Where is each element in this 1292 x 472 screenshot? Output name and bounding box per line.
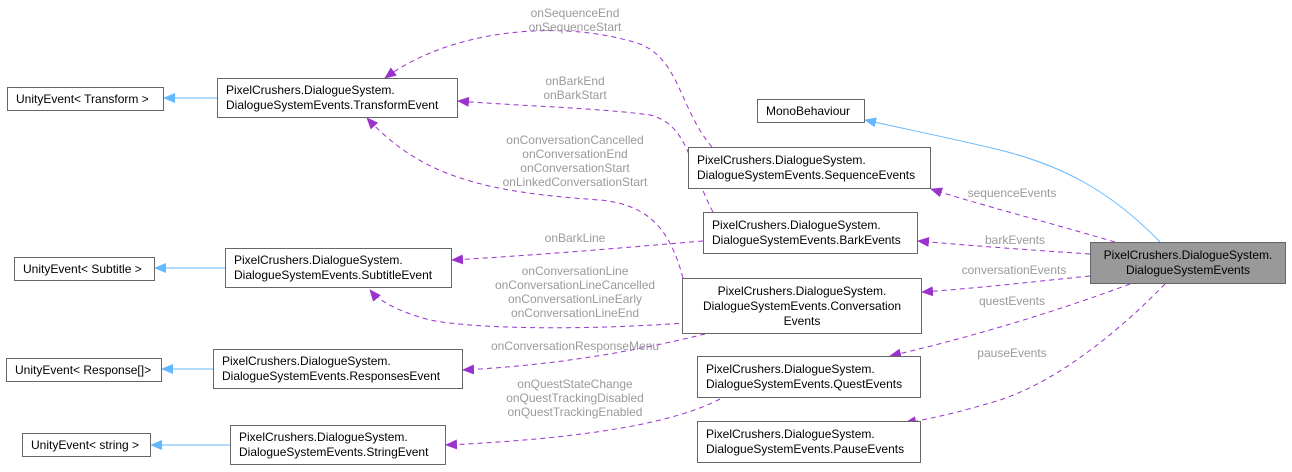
node-unityevent-subtitle[interactable]: UnityEvent< Subtitle > (14, 257, 155, 281)
node-subtitleevent[interactable]: PixelCrushers.DialogueSystem. DialogueSy… (225, 248, 452, 288)
edge-label-pause-events: pauseEvents (977, 346, 1047, 360)
edge-label-bark-events: barkEvents (984, 233, 1046, 247)
node-unityevent-string[interactable]: UnityEvent< string > (22, 433, 151, 457)
edge-label-conversation-to-transform: onConversationCancelled onConversationEn… (502, 133, 648, 189)
node-monobehaviour[interactable]: MonoBehaviour (757, 99, 865, 123)
edge-label-bark-to-subtitle: onBarkLine (544, 231, 606, 245)
edge-barkevents-to-subtitleevent (451, 240, 704, 265)
edge-main-to-pauseevents (904, 283, 1166, 427)
node-pauseevents[interactable]: PixelCrushers.DialogueSystem. DialogueSy… (697, 421, 921, 463)
edge-label-conversation-events: conversationEvents (961, 263, 1067, 277)
edge-main-to-barkevents (917, 236, 1091, 255)
node-questevents[interactable]: PixelCrushers.DialogueSystem. DialogueSy… (697, 356, 921, 398)
edge-label-quest-events: questEvents (978, 294, 1046, 308)
edge-conversationevents-to-subtitleevent (369, 289, 698, 329)
edge-main-to-conversationevents (921, 275, 1091, 297)
edge-label-sequence-to-transform: onSequenceEnd onSequenceStart (528, 6, 622, 34)
node-unityevent-response[interactable]: UnityEvent< Response[]> (6, 358, 162, 382)
edge-main-to-questevents (889, 283, 1131, 359)
node-dialoguesystemevents[interactable]: PixelCrushers.DialogueSystem. DialogueSy… (1090, 242, 1286, 284)
node-barkevents[interactable]: PixelCrushers.DialogueSystem. DialogueSy… (703, 212, 918, 254)
edge-conversationevents-to-transformevent (366, 117, 684, 279)
edge-dialoguesystemevents-inherits-monobehaviour (864, 117, 1161, 243)
edge-label-bark-to-transform: onBarkEnd onBarkStart (543, 74, 607, 102)
edge-label-conversation-to-subtitle: onConversationLine onConversationLineCan… (494, 264, 656, 320)
edge-sequenceevents-to-transformevent (384, 30, 713, 148)
edge-label-quest-to-string: onQuestStateChange onQuestTrackingDisabl… (506, 377, 644, 419)
node-sequenceevents[interactable]: PixelCrushers.DialogueSystem. DialogueSy… (688, 147, 931, 189)
node-responsesevent[interactable]: PixelCrushers.DialogueSystem. DialogueSy… (213, 349, 463, 389)
node-conversationevents[interactable]: PixelCrushers.DialogueSystem. DialogueSy… (682, 278, 922, 334)
edge-label-sequence-events: sequenceEvents (967, 186, 1057, 200)
edge-conversationevents-to-responsesevent (462, 333, 706, 375)
node-transformevent[interactable]: PixelCrushers.DialogueSystem. DialogueSy… (217, 78, 458, 118)
edge-questevents-to-stringevent (445, 398, 721, 450)
edge-label-conversation-to-responses: onConversationResponseMenu (490, 339, 660, 353)
node-stringevent[interactable]: PixelCrushers.DialogueSystem. DialogueSy… (230, 425, 446, 465)
node-unityevent-transform[interactable]: UnityEvent< Transform > (7, 87, 164, 111)
edge-main-to-sequenceevents (930, 187, 1116, 243)
